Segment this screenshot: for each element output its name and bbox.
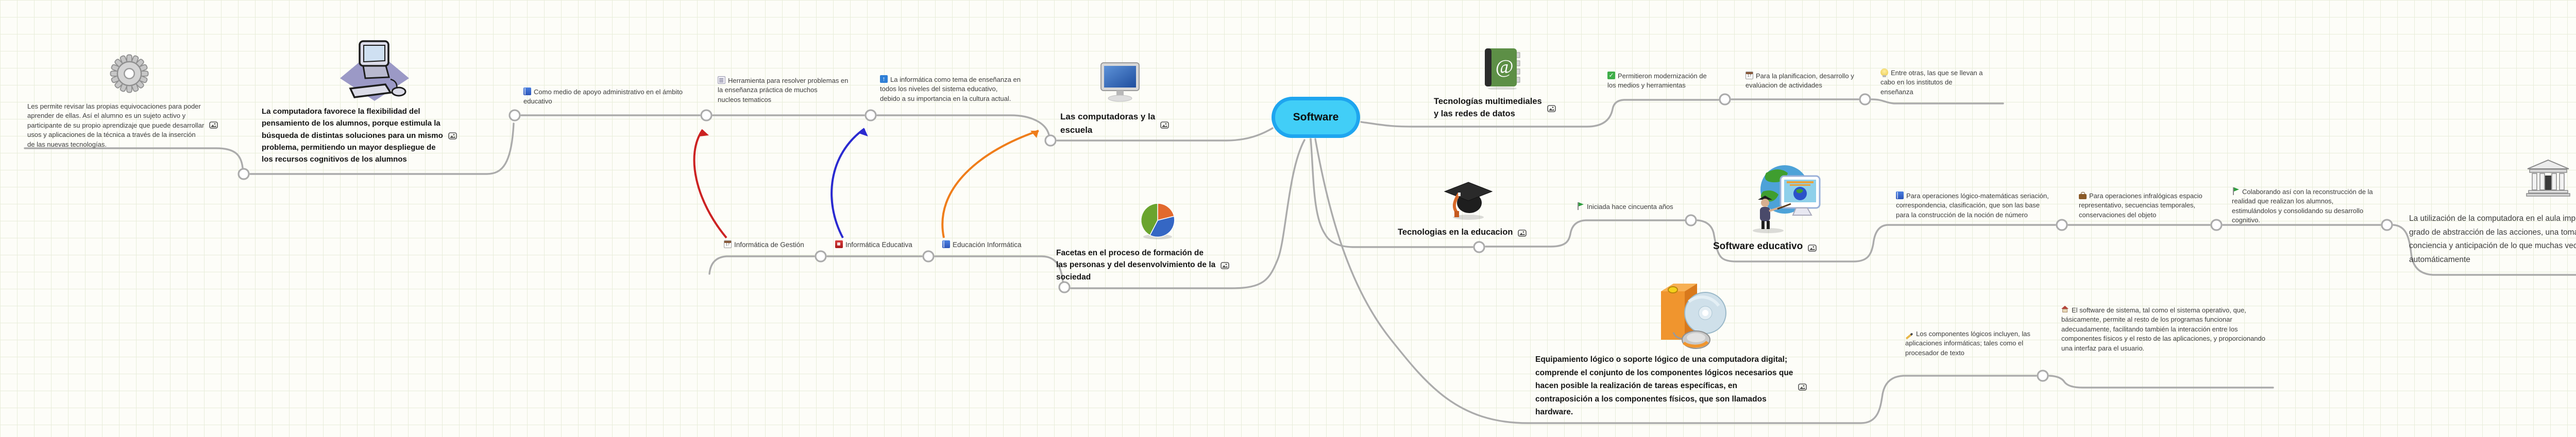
node-infralogicas[interactable]: Para operaciones infralógicas espacio re…: [2079, 192, 2202, 219]
up-arrow-icon: [880, 75, 888, 83]
node-como-medio[interactable]: Como medio de apoyo administrativo en el…: [523, 88, 683, 106]
node-equipamiento[interactable]: Equipamiento lógico o soporte lógico de …: [1535, 353, 1807, 419]
node-entre-otras[interactable]: Entre otras, las que se llevan a cabo en…: [1880, 68, 1983, 96]
node-software-educativo[interactable]: Software educativo: [1713, 240, 1817, 254]
educational-software-icon: [1745, 163, 1828, 237]
image-badge-icon[interactable]: [1798, 382, 1807, 391]
node-educacion-informatica[interactable]: Educación Informática: [942, 240, 1022, 250]
green-check-icon: [1607, 71, 1615, 80]
node-informatica-educativa[interactable]: Informática Educativa: [835, 240, 912, 250]
node-informatica-gestion[interactable]: Informática de Gestión: [724, 240, 804, 250]
calendar-icon: [1745, 72, 1753, 79]
node-tecnologias-educacion[interactable]: Tecnologias en la educacion: [1398, 226, 1527, 238]
software-box-icon: [1657, 281, 1730, 355]
node-computadoras-escuela[interactable]: Las computadoras y la escuela: [1060, 110, 1170, 136]
node-permitieron[interactable]: Permitieron modernización de los medios …: [1607, 71, 1707, 91]
monitor-icon: [1099, 62, 1141, 107]
node-facetas[interactable]: Facetas en el proceso de formación de la…: [1056, 247, 1230, 283]
bank-building-icon: [2526, 159, 2571, 200]
node-computadora-favorece[interactable]: La computadora favorece la flexibilidad …: [262, 106, 457, 165]
image-badge-icon[interactable]: [209, 121, 218, 129]
image-badge-icon[interactable]: [1808, 242, 1817, 252]
connector-circles: [238, 93, 2393, 382]
red-book-icon: [835, 240, 843, 248]
green-flag-icon: [2232, 187, 2240, 195]
node-software-sistema[interactable]: El software de sistema, tal como el sist…: [2061, 306, 2265, 352]
image-badge-icon[interactable]: [1547, 104, 1556, 112]
pencil-icon: [1905, 333, 1913, 340]
node-tecnologias-multimediales[interactable]: Tecnologías multimediales y las redes de…: [1434, 96, 1556, 120]
node-herramienta[interactable]: Herramienta para resolver problemas en l…: [718, 76, 849, 103]
image-badge-icon[interactable]: [1518, 229, 1527, 237]
blue-book-icon: [1896, 191, 1904, 199]
calendar-icon: [724, 240, 732, 248]
root-node-software[interactable]: Software: [1272, 97, 1360, 138]
svg-text:@: @: [1496, 56, 1514, 78]
link-arrow-blue[interactable]: [831, 128, 868, 238]
node-logico-matematicas[interactable]: Para operaciones lógico-matemáticas seri…: [1896, 191, 2049, 219]
node-planificacion[interactable]: Para la planificacion, desarrollo y eval…: [1745, 72, 1854, 91]
node-iniciada[interactable]: Iniciada hace cincuenta años: [1577, 202, 1673, 212]
node-informatica-tema[interactable]: La informática como tema de enseñanza en…: [880, 75, 1021, 103]
link-arrow-orange[interactable]: [941, 130, 1039, 238]
node-colaborando[interactable]: Colaborando así con la reconstrucción de…: [2232, 187, 2373, 224]
document-icon: [718, 76, 725, 84]
retro-computer-icon: [336, 39, 413, 106]
address-book-icon: @: [1483, 47, 1522, 92]
link-arrow-red[interactable]: [693, 129, 727, 239]
blue-book-icon: [942, 240, 950, 248]
root-label: Software: [1293, 111, 1339, 123]
image-badge-icon[interactable]: [1221, 261, 1230, 269]
image-badge-icon[interactable]: [448, 131, 457, 139]
gear-icon: [109, 53, 149, 97]
blue-book-icon: [523, 88, 531, 95]
briefcase-icon: [2079, 192, 2087, 199]
green-flag-icon: [1577, 202, 1584, 210]
graduation-cap-icon: [1443, 180, 1493, 223]
lightbulb-icon: [1880, 68, 1888, 77]
pie-chart-icon: [1138, 202, 1178, 243]
image-badge-icon[interactable]: [1160, 119, 1170, 129]
node-les-permite[interactable]: Les permite revisar las propias equivoca…: [27, 102, 218, 149]
node-utilizacion[interactable]: La utilización de la computadora en el a…: [2409, 214, 2576, 264]
home-icon: [2061, 306, 2069, 313]
node-componentes-logicos[interactable]: Los componentes lógicos incluyen, las ap…: [1905, 330, 2030, 357]
